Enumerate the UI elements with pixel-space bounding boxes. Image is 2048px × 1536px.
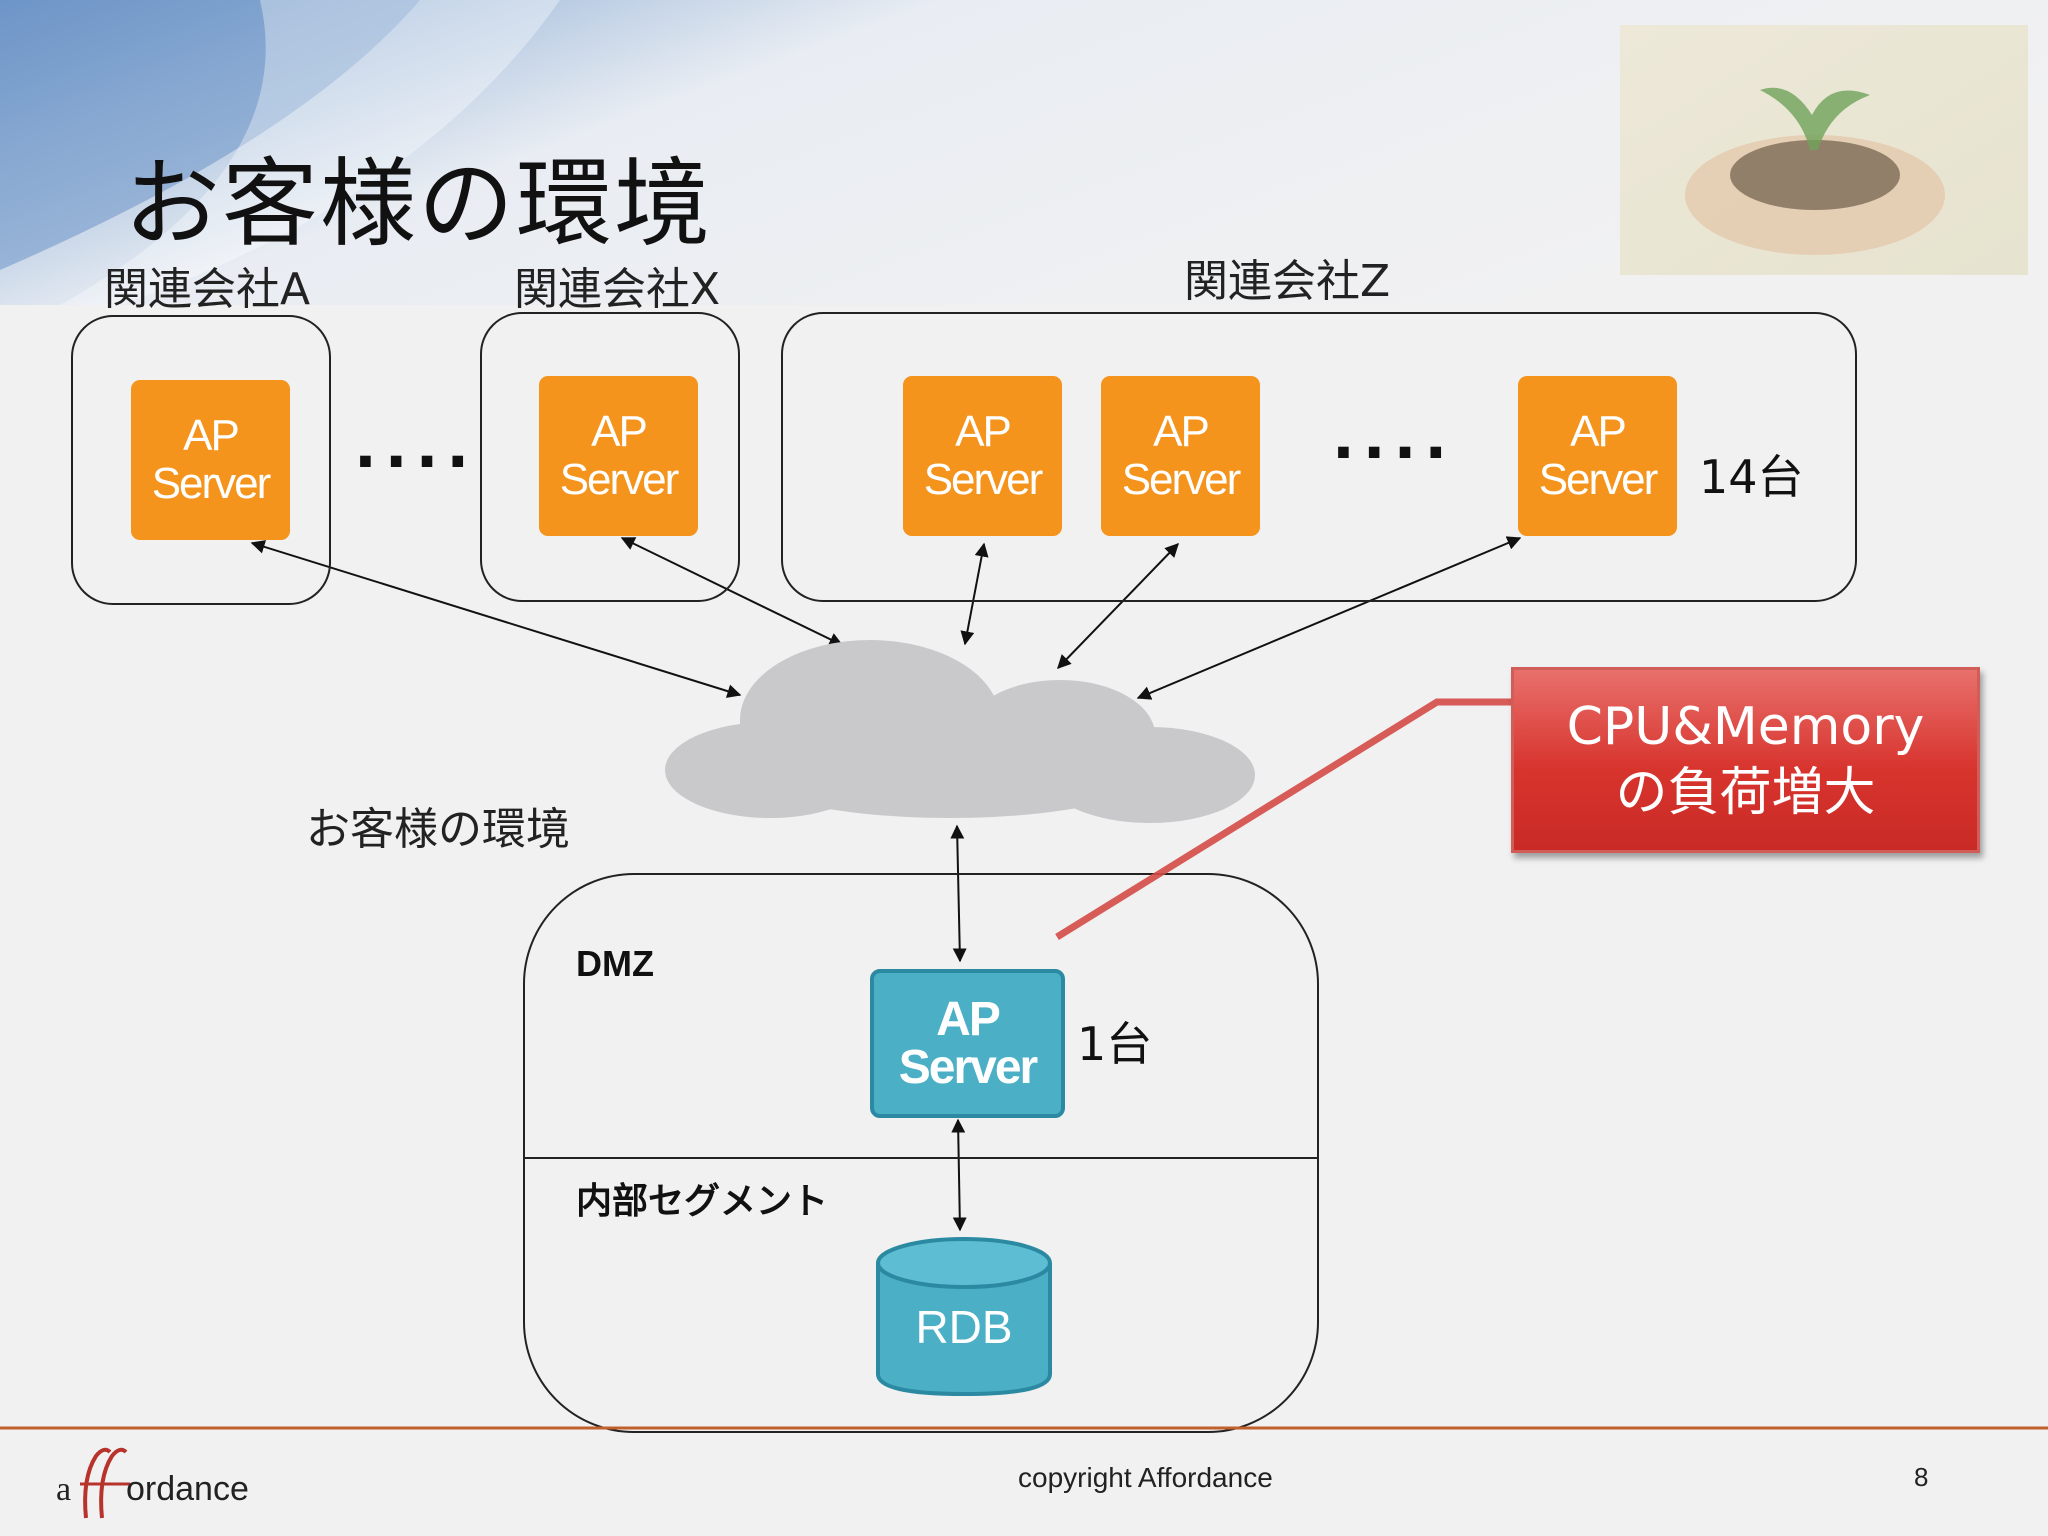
affordance-logo: a ordance bbox=[56, 1438, 256, 1530]
ap-label: AP bbox=[936, 992, 1001, 1046]
arrow-z1-cloud bbox=[960, 542, 989, 646]
svg-text:ordance: ordance bbox=[126, 1470, 249, 1508]
server-label: Server bbox=[1538, 455, 1659, 504]
hands-seedling-image bbox=[1620, 25, 2028, 275]
dmz-internal-box bbox=[523, 873, 1319, 1433]
dmz-label: DMZ bbox=[576, 943, 654, 984]
ap-server-z1: AP Server bbox=[903, 376, 1062, 536]
ellipsis-z: .... bbox=[1332, 403, 1456, 473]
callout-line-2: の負荷増大 bbox=[1615, 763, 1876, 823]
ap-label: AP bbox=[955, 407, 1012, 456]
group-x-label: 関連会社X bbox=[514, 264, 721, 315]
copyright-text: copyright Affordance bbox=[1018, 1462, 1273, 1493]
arrow-dmz-rdb bbox=[951, 1118, 967, 1232]
ap-server-a: AP Server bbox=[131, 380, 290, 540]
group-a-label: 関連会社A bbox=[104, 264, 311, 315]
group-z-label: 関連会社Z bbox=[1184, 256, 1391, 307]
server-label: Server bbox=[559, 455, 680, 504]
arrow-a-cloud bbox=[250, 540, 742, 698]
arrow-x-cloud bbox=[620, 537, 844, 646]
dmz-server-count: 1台 bbox=[1077, 1017, 1153, 1071]
connection-arrows bbox=[250, 536, 1522, 1232]
group-x-box bbox=[480, 312, 740, 602]
svg-text:a: a bbox=[56, 1471, 71, 1508]
ap-label: AP bbox=[183, 411, 240, 460]
ap-label: AP bbox=[1153, 407, 1210, 456]
logo-mark: a ordance bbox=[56, 1447, 249, 1519]
group-z-server-count: 14台 bbox=[1699, 450, 1804, 504]
internet-cloud bbox=[665, 640, 1255, 823]
cloud-environment-label: お客様の環境 bbox=[306, 804, 570, 855]
rdb-cylinder bbox=[876, 1237, 1052, 1397]
server-label: Server bbox=[923, 455, 1044, 504]
arrow-cloud-dmz bbox=[950, 824, 967, 963]
arrow-z3-cloud bbox=[1136, 536, 1522, 700]
rdb-label: RDB bbox=[915, 1301, 1013, 1353]
page-number: 8 bbox=[1914, 1462, 1929, 1492]
callout-pointer bbox=[1055, 698, 1515, 940]
group-a-box bbox=[71, 315, 331, 605]
ap-server-x: AP Server bbox=[539, 376, 698, 536]
ap-server-z2: AP Server bbox=[1101, 376, 1260, 536]
group-z-box bbox=[781, 312, 1857, 602]
server-label: Server bbox=[151, 459, 272, 508]
ap-server-z3: AP Server bbox=[1518, 376, 1677, 536]
ap-server-dmz: AP Server bbox=[870, 969, 1065, 1118]
server-label: Server bbox=[1121, 455, 1242, 504]
ap-label: AP bbox=[1570, 407, 1627, 456]
ellipsis-a-x: .... bbox=[354, 412, 478, 482]
server-label: Server bbox=[898, 1040, 1038, 1094]
slide-title: お客様の環境 bbox=[124, 148, 712, 260]
callout-line-1: CPU&Memory bbox=[1566, 697, 1925, 757]
load-increase-callout: CPU&Memory の負荷増大 bbox=[1511, 667, 1980, 853]
internal-segment-label: 内部セグメント bbox=[576, 1180, 829, 1221]
ap-label: AP bbox=[591, 407, 648, 456]
